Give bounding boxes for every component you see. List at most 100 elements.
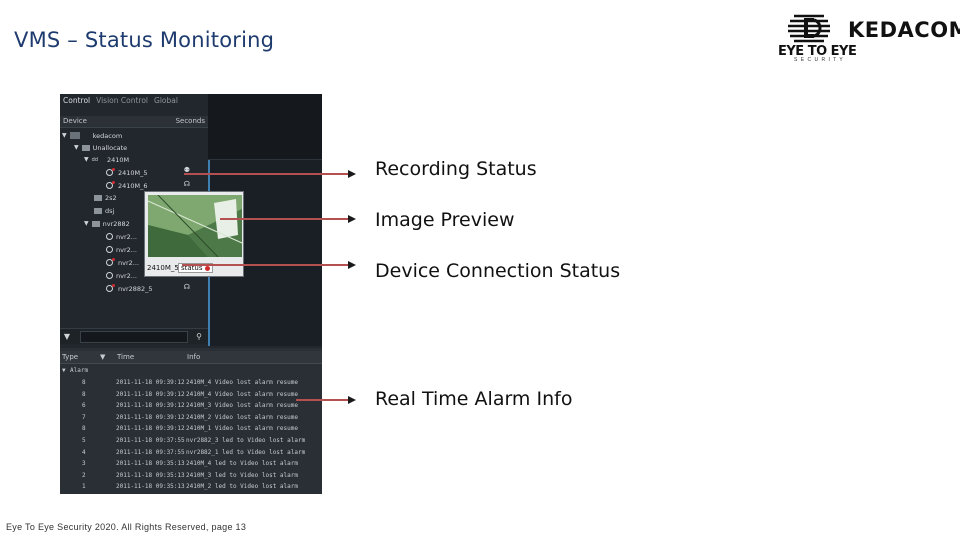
arrow-right-icon xyxy=(348,170,356,178)
tree-search-bar: ▼ ⚲ xyxy=(60,328,208,344)
tree-item-label: nvr2... xyxy=(116,271,137,280)
status-icon: ☊ xyxy=(183,180,190,188)
globe-logo-icon xyxy=(788,14,830,43)
callout-line xyxy=(220,218,348,220)
alarm-info: 2410M_3 led to Video lost alarm xyxy=(186,471,298,479)
alarm-time: 2011-11-18 09:39:12 xyxy=(116,390,185,398)
camera-preview-image xyxy=(148,195,242,257)
callout-line xyxy=(296,399,348,401)
tree-header-device: Device xyxy=(63,117,87,125)
tree-item-2410m-5[interactable]: 2410M_5 xyxy=(106,167,148,178)
tab-vision-control[interactable]: Vision Control xyxy=(96,96,149,105)
col-info[interactable]: Info xyxy=(187,353,201,361)
camera-icon xyxy=(106,285,113,292)
col-time[interactable]: Time xyxy=(117,353,135,361)
alarm-time: 2011-11-18 09:39:12 xyxy=(116,379,185,386)
tree-header: Device Seconds xyxy=(60,116,208,128)
tree-item-nvr-cam[interactable]: nvr2... xyxy=(106,244,137,255)
recording-dot-icon xyxy=(112,168,115,171)
tree-item-label: nvr2... xyxy=(116,245,137,254)
col-type[interactable]: Type xyxy=(62,353,79,361)
callout-label: Real Time Alarm Info xyxy=(375,388,573,410)
tree-item-2410m[interactable]: ▼ dd 2410M xyxy=(84,154,129,165)
tree-item-2s2[interactable]: 2s2 xyxy=(94,192,117,203)
alarm-time: 2011-11-18 09:39:12 xyxy=(116,425,185,433)
tree-item-label: 2410M_5 xyxy=(118,168,148,177)
tree-item-unallocate[interactable]: ▼ Unallocate xyxy=(74,142,127,153)
alarm-time: 2011-11-18 09:37:55 xyxy=(116,437,185,444)
alarm-index: 2 xyxy=(82,471,86,479)
recording-dot-icon xyxy=(112,258,115,261)
sort-caret-icon[interactable]: ▼ xyxy=(100,353,106,361)
caret-down-icon[interactable]: ▼ xyxy=(62,367,66,374)
logo-brand-text: KEDACOM xyxy=(848,18,960,42)
tree-item-nvr-cam[interactable]: nvr2... xyxy=(106,270,137,281)
tree-item-2410m-6[interactable]: 2410M_6 xyxy=(106,180,148,191)
arrow-right-icon xyxy=(348,215,356,223)
tree-item-dsj[interactable]: dsj xyxy=(94,205,114,216)
alarm-time: 2011-11-18 09:39:12 xyxy=(116,413,185,421)
tab-global[interactable]: Global xyxy=(154,96,178,105)
camera-icon xyxy=(106,272,113,279)
caret-down-icon[interactable]: ▼ xyxy=(62,132,67,139)
vms-client-screenshot: Control Vision Control Global Device Sec… xyxy=(60,94,322,494)
alarm-time: 2011-11-18 09:37:55 xyxy=(116,448,185,456)
alarm-info: 2410M_4 Video lost alarm resume xyxy=(186,390,298,398)
caret-down-icon[interactable]: ▼ xyxy=(74,144,79,151)
tooltip-device-name: 2410M_5 xyxy=(147,264,179,272)
tree-search-input[interactable] xyxy=(80,330,188,343)
alarm-index: 8 xyxy=(82,390,86,398)
status-icon: ☊ xyxy=(183,283,190,291)
slide-title: VMS – Status Monitoring xyxy=(14,28,275,52)
slide-footer: Eye To Eye Security 2020. All Rights Res… xyxy=(6,522,247,532)
tree-item-nvr-cam[interactable]: nvr2... xyxy=(106,231,137,242)
device-icon xyxy=(94,194,102,201)
nvr-icon xyxy=(91,220,100,227)
callout-label: Image Preview xyxy=(375,209,515,231)
callout-label: Device Connection Status xyxy=(375,260,621,282)
tree-item-kedacom[interactable]: ▼ kedacom xyxy=(62,130,122,141)
folder-icon xyxy=(81,144,90,151)
alarm-group-row[interactable]: ▼ Alarm xyxy=(60,366,322,376)
device-icon xyxy=(94,207,102,214)
alarm-info: 2410M_2 led to Video lost alarm xyxy=(186,483,298,491)
tab-control[interactable]: Control xyxy=(63,96,91,105)
alarm-group-label: Alarm xyxy=(70,367,89,374)
alarm-index: 7 xyxy=(82,413,86,421)
alarm-table-header: Type ▼ Time Info xyxy=(60,351,322,364)
filter-icon[interactable]: ▼ xyxy=(63,331,71,341)
caret-down-icon[interactable]: ▼ xyxy=(84,220,89,227)
tree-item-label: nvr2... xyxy=(116,232,137,241)
camera-icon xyxy=(106,259,113,266)
alarm-info: nvr2882_1 led to Video lost alarm xyxy=(186,448,306,456)
camera-icon xyxy=(106,246,113,253)
tree-item-label: Unallocate xyxy=(92,143,128,152)
tree-item-nvr-cam[interactable]: nvr2... xyxy=(106,257,139,268)
device-tree: ▼ kedacom ▼ Unallocate ▼ dd 2410M 2410M_… xyxy=(60,130,208,328)
camera-icon xyxy=(106,182,113,189)
arrow-right-icon xyxy=(348,261,356,269)
device-type-icon: dd xyxy=(91,156,98,163)
alarm-index: 8 xyxy=(82,379,86,386)
tree-item-label: kedacom xyxy=(92,131,123,140)
search-icon[interactable]: ⚲ xyxy=(196,331,202,341)
alarm-index: 1 xyxy=(82,483,86,491)
arrow-right-icon xyxy=(348,396,356,404)
tree-item-nvr2882[interactable]: ▼ nvr2882 xyxy=(84,218,130,229)
callout-line xyxy=(184,173,348,175)
tree-item-label: 2410M xyxy=(106,155,130,164)
recording-dot-icon xyxy=(112,181,115,184)
caret-down-icon[interactable]: ▼ xyxy=(84,156,89,163)
device-connection-status: status xyxy=(178,263,213,273)
tree-item-nvr2882-5[interactable]: nvr2882_5 xyxy=(106,283,153,294)
